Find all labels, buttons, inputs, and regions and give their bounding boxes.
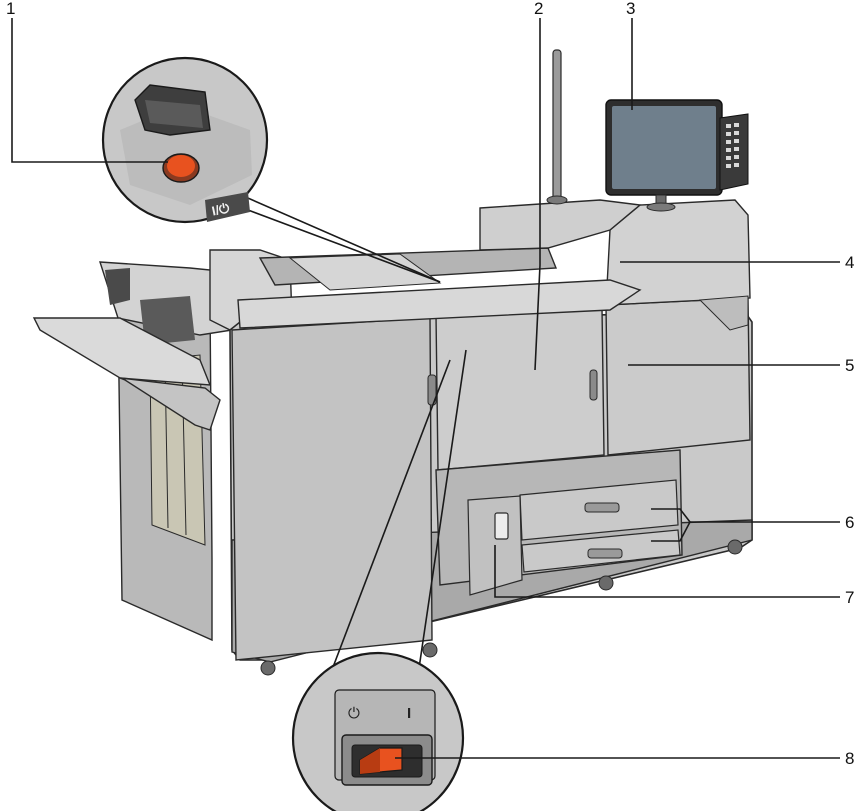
callout-8: 8 bbox=[845, 749, 854, 768]
main-body bbox=[229, 199, 753, 676]
on-symbol: I bbox=[407, 705, 411, 722]
callout-2: 2 bbox=[534, 0, 543, 18]
callout-5: 5 bbox=[845, 356, 854, 375]
front-cover-center bbox=[435, 307, 605, 471]
output-tray-lower bbox=[119, 377, 221, 431]
operation-switch-button[interactable] bbox=[167, 155, 195, 177]
callout-7: 7 bbox=[845, 588, 854, 607]
callout-6: 6 bbox=[845, 513, 854, 532]
finisher-unit bbox=[32, 249, 293, 642]
panel-screen bbox=[612, 106, 716, 189]
standby-symbol: ⏻ bbox=[348, 704, 360, 722]
inset-operation-switch: I/⏻ bbox=[101, 56, 441, 283]
status-pole bbox=[546, 49, 568, 205]
callout-4: 4 bbox=[845, 253, 854, 272]
callout-3: 3 bbox=[626, 0, 635, 18]
left-front-cover bbox=[231, 317, 433, 661]
control-panel bbox=[605, 99, 749, 212]
operation-switch-label: I/⏻ bbox=[210, 200, 231, 218]
output-tray-upper bbox=[32, 317, 212, 386]
callout-1: 1 bbox=[6, 0, 15, 18]
callout-numbers: 1 2 3 4 5 6 7 8 bbox=[6, 0, 854, 768]
leader-lines bbox=[11, 18, 840, 759]
